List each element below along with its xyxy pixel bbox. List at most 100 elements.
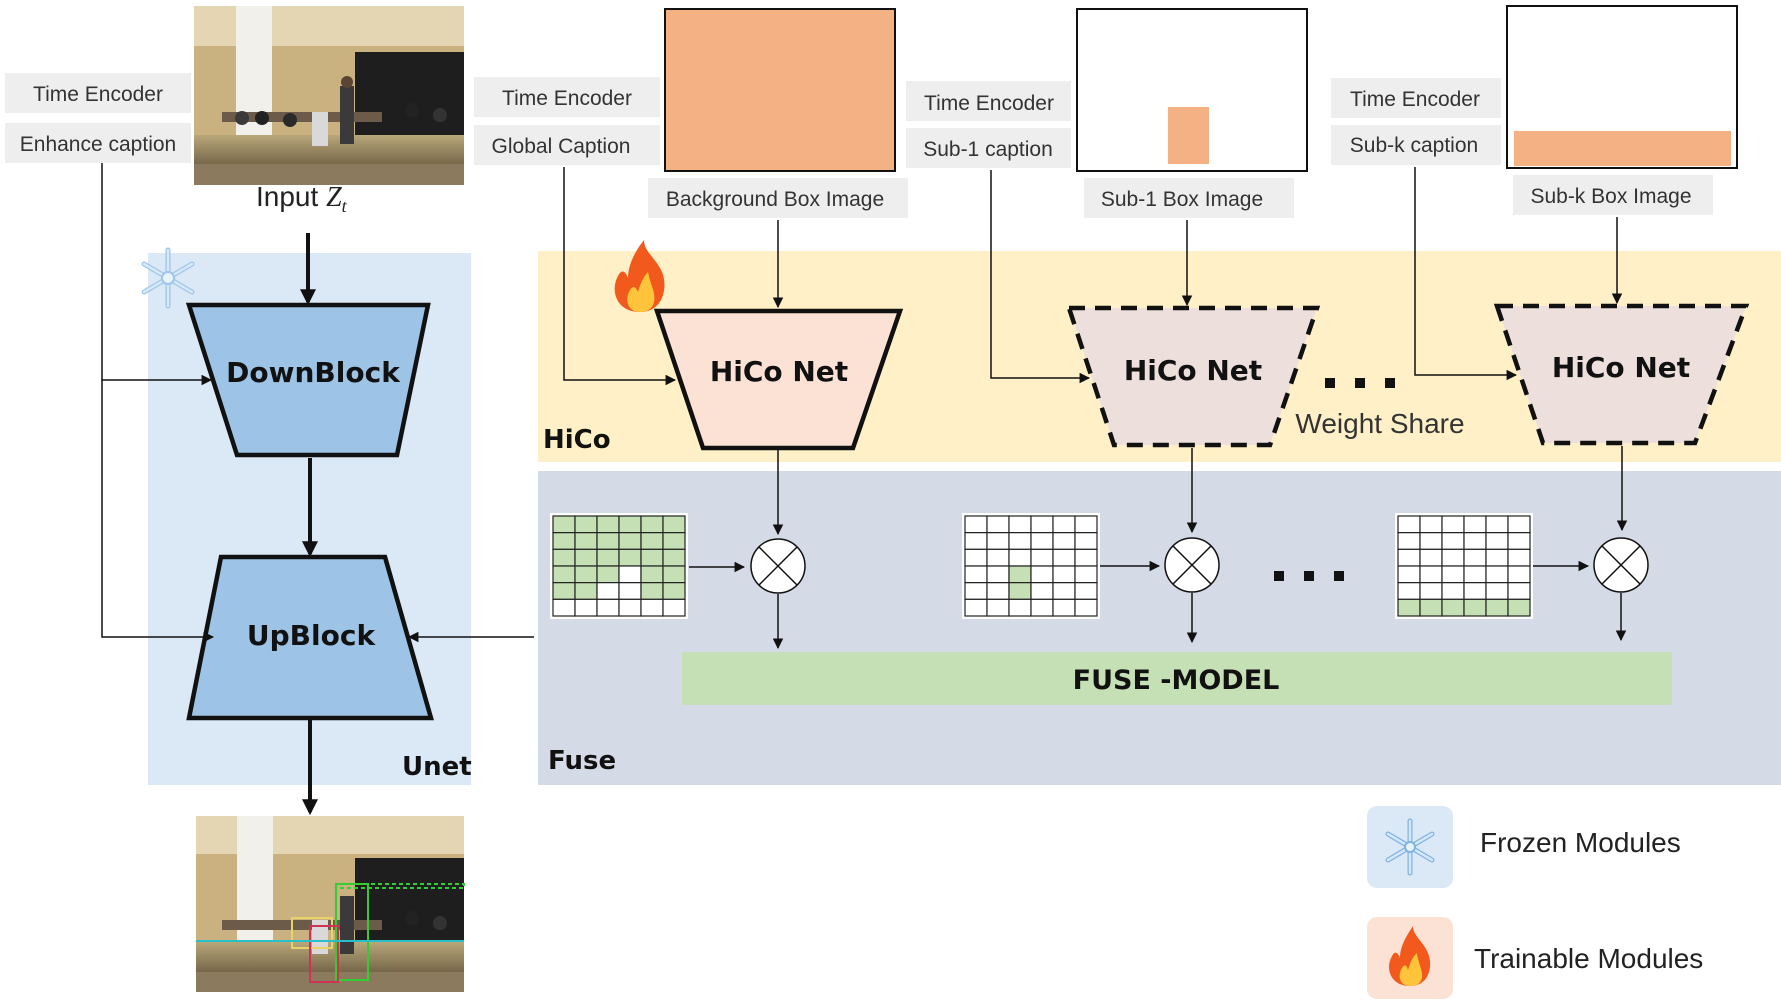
mask-cell (596, 532, 620, 550)
mask-cell (662, 548, 686, 567)
mask-cell (1397, 515, 1421, 534)
mask-cell (1507, 565, 1531, 584)
mask-cell (574, 598, 598, 617)
mask-cell (640, 532, 664, 550)
mask-cell (1397, 532, 1421, 550)
mask-cell (1008, 548, 1032, 567)
mask-cell (618, 548, 642, 567)
mask-cell (1397, 548, 1421, 567)
mask-cell (1419, 565, 1443, 584)
mask-cell (1397, 582, 1421, 600)
mask-grid-subk (1395, 513, 1533, 619)
mask-cell (1397, 598, 1421, 617)
mask-cell (596, 598, 620, 617)
upblock (186, 554, 434, 721)
left-time-encoder-label: Time Encoder (5, 73, 191, 113)
mask-cell (1030, 582, 1054, 600)
mask-cell (1441, 532, 1465, 550)
mask-cell (986, 582, 1010, 600)
mask-cell (1507, 598, 1531, 617)
mask-cell (964, 582, 988, 600)
mask-cell (640, 515, 664, 534)
input-image (194, 6, 464, 185)
mask-cell (574, 515, 598, 534)
hico-net-shared-1-label: HiCo Net (1124, 354, 1262, 387)
mask-cell (1441, 582, 1465, 600)
svg-text:Sub-k Box Image: Sub-k Box Image (1530, 185, 1691, 208)
mask-cell (986, 565, 1010, 584)
branch2-time-encoder-label: Time Encoder (906, 81, 1071, 121)
upblock-label: UpBlock (247, 619, 377, 652)
mask-cell (1008, 582, 1032, 600)
branch-background: Time Encoder Global Caption Background B… (474, 8, 908, 536)
multiply-icon-1 (750, 538, 806, 594)
output-image (196, 816, 465, 992)
input-latent-label: Input Zt (256, 181, 348, 216)
mask-cell (1507, 582, 1531, 600)
mask-cell (1419, 598, 1443, 617)
mask-cell (596, 515, 620, 534)
mask-cell (1485, 565, 1509, 584)
mask-cell (964, 548, 988, 567)
mask-cell (1419, 548, 1443, 567)
mask-cell (964, 598, 988, 617)
branch3-time-encoder-label: Time Encoder (1331, 78, 1501, 118)
mask-cell (1052, 515, 1076, 534)
subk-box-image-label: Sub-k Box Image (1513, 175, 1713, 215)
svg-text:Time Encoder: Time Encoder (924, 92, 1054, 115)
hico-net-trainable (653, 308, 904, 451)
mask-cell (618, 565, 642, 584)
mask-cell (1485, 548, 1509, 567)
mask-cell (1419, 532, 1443, 550)
mask-cell (986, 548, 1010, 567)
mask-cell (1419, 515, 1443, 534)
mask-cell (1008, 515, 1032, 534)
mask-cell (618, 582, 642, 600)
mask-cell (1008, 565, 1032, 584)
mask-cell (1052, 565, 1076, 584)
svg-text:Time Encoder: Time Encoder (1350, 88, 1480, 111)
sub1-caption-label: Sub-1 caption (906, 128, 1071, 168)
mask-cell (1074, 565, 1098, 584)
background-box-image (664, 8, 896, 172)
downblock (185, 302, 431, 458)
snowflake-icon (1385, 818, 1435, 876)
enhance-caption-label: Enhance caption (5, 123, 191, 163)
legend-frozen: Frozen Modules (1367, 806, 1681, 888)
snowflake-icon (141, 247, 195, 309)
fire-icon (614, 240, 665, 312)
background-box-image-label: Background Box Image (648, 178, 908, 218)
mask-cell (640, 565, 664, 584)
mask-cell (1463, 515, 1487, 534)
mask-cell (1008, 532, 1032, 550)
mask-cell (574, 565, 598, 584)
svg-text:Time Encoder: Time Encoder (33, 83, 163, 106)
mask-cell (1074, 582, 1098, 600)
multiply-icon-3 (1593, 537, 1649, 593)
branch-subk: Time Encoder Sub-k caption Sub-k Box Ima… (1331, 5, 1750, 532)
legend-trainable-label: Trainable Modules (1474, 943, 1703, 974)
mask-cell (1074, 598, 1098, 617)
fire-icon (1389, 926, 1431, 986)
svg-text:Time Encoder: Time Encoder (502, 87, 632, 110)
mask-cell (1485, 532, 1509, 550)
mask-cell (1052, 598, 1076, 617)
mask-cell (1485, 515, 1509, 534)
mask-cell (662, 565, 686, 584)
mask-cell (1074, 548, 1098, 567)
mask-cell (964, 565, 988, 584)
mask-grid-sub1 (962, 513, 1100, 619)
branch-sub1: Time Encoder Sub-1 caption Sub-1 Box Ima… (906, 8, 1321, 534)
mask-cell (1030, 515, 1054, 534)
fuse-region (538, 471, 1781, 785)
left-caption-line-up (101, 380, 215, 643)
mask-cell (552, 515, 576, 534)
branch1-time-encoder-label: Time Encoder (474, 77, 660, 117)
weight-share-label: Weight Share (1295, 408, 1464, 439)
mask-cell (1441, 515, 1465, 534)
mask-cell (1507, 548, 1531, 567)
mask-cell (618, 598, 642, 617)
mask-cell (574, 532, 598, 550)
mask-cell (552, 548, 576, 567)
